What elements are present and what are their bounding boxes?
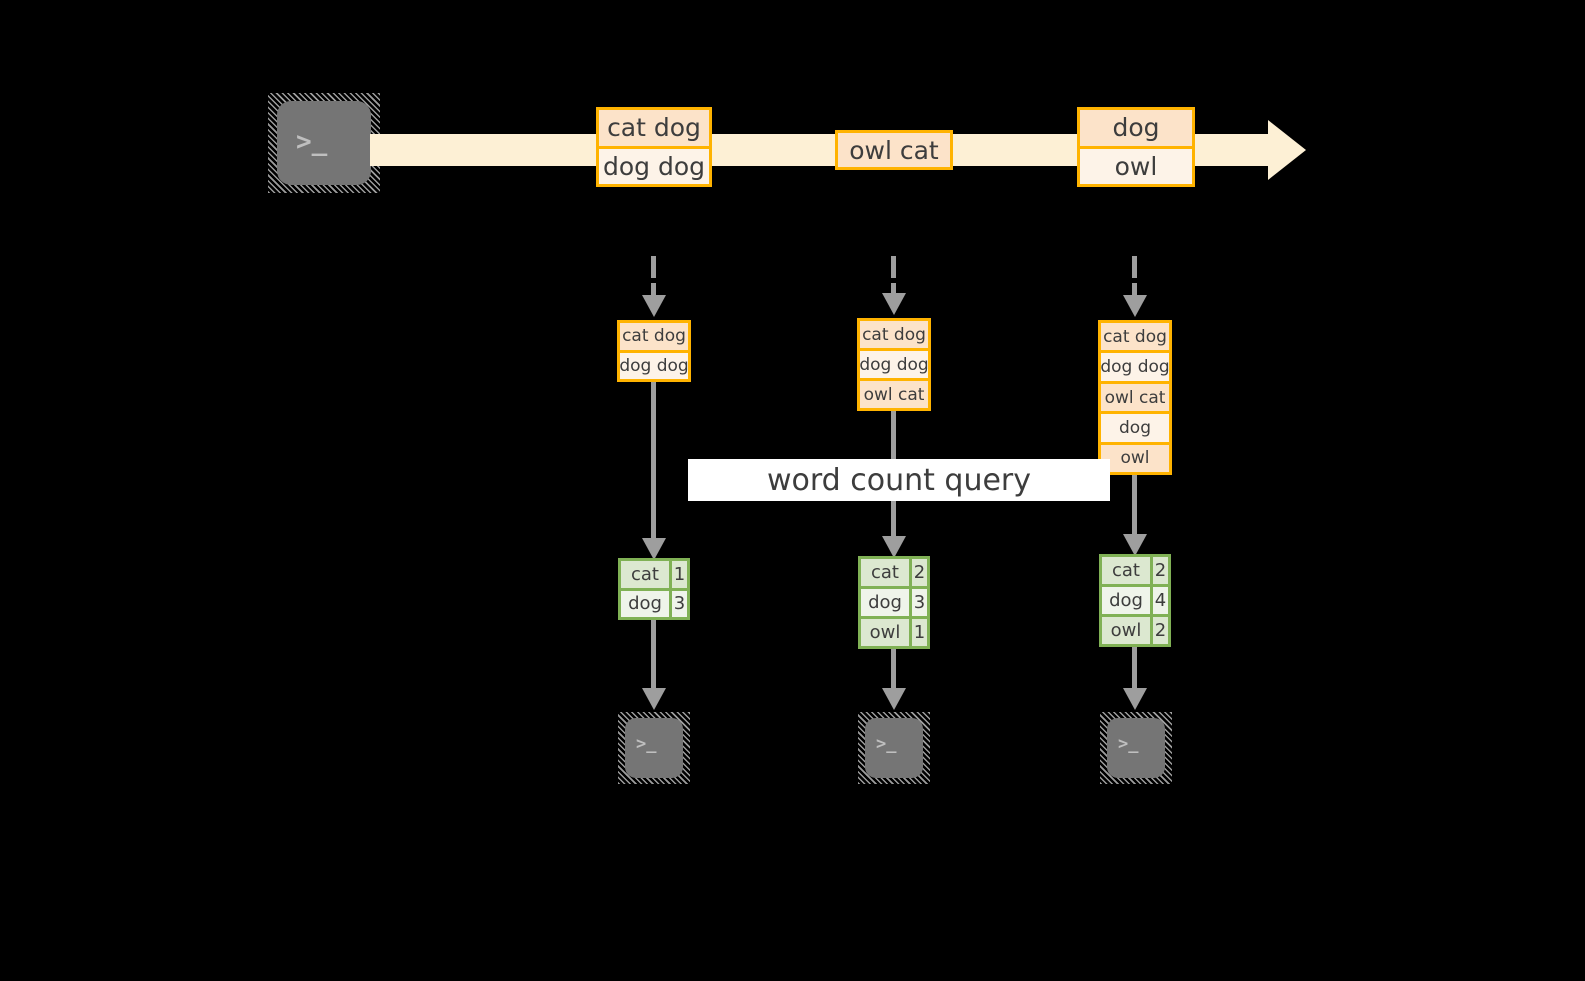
snapshot-2-records: cat dog dog dog owl cat — [857, 318, 931, 411]
dashed-arrow-head — [882, 293, 906, 315]
snapshot-row: dog — [1101, 411, 1169, 442]
dashed-arrow-head — [642, 295, 666, 317]
dashed-arrow-segment — [1132, 283, 1137, 297]
query-arrow-head — [642, 538, 666, 560]
stream-record-1: cat dog dog dog — [596, 107, 712, 187]
record-line: owl — [1080, 145, 1192, 184]
snapshot-3-records: cat dog dog dog owl cat dog owl — [1098, 320, 1172, 475]
stream-record-2: owl cat — [835, 130, 953, 170]
snapshot-row: owl — [1101, 441, 1169, 473]
snapshot-row: dog dog — [619, 349, 689, 379]
snapshot-3-result-table: cat 2 dog 4 owl 2 — [1099, 554, 1171, 647]
query-arrow-head — [1123, 534, 1147, 556]
snapshot-1-result-table: cat 1 dog 3 — [618, 558, 690, 620]
table-cell-count: 3 — [669, 590, 687, 617]
snapshot-row: dog dog — [1100, 350, 1170, 381]
table-cell-word: dog — [621, 590, 669, 617]
table-cell-count: 3 — [909, 589, 927, 616]
snapshot-1-records: cat dog dog dog — [617, 320, 691, 382]
table-cell-count: 2 — [1150, 557, 1168, 584]
snapshot-row: cat dog — [1101, 323, 1169, 351]
table-row: cat 2 — [861, 559, 927, 586]
terminal-prompt-glyph: >_ — [296, 127, 328, 157]
sink-arrow-head — [882, 688, 906, 710]
table-cell-count: 4 — [1150, 587, 1168, 614]
table-cell-word: owl — [861, 619, 909, 646]
table-row: dog 3 — [861, 586, 927, 616]
terminal-icon-source: >_ — [268, 93, 380, 193]
table-cell-word: cat — [621, 561, 669, 588]
snapshot-row: cat dog — [620, 323, 688, 350]
table-row: cat 1 — [621, 561, 687, 588]
snapshot-row: cat dog — [860, 321, 928, 348]
query-arrow-head — [882, 536, 906, 558]
sink-arrow-head — [1123, 688, 1147, 710]
table-row: cat 2 — [1102, 557, 1168, 584]
terminal-icon-sink-1: >_ — [618, 712, 690, 784]
terminal-prompt-glyph: >_ — [1118, 734, 1139, 754]
sink-arrow-line — [1132, 647, 1137, 692]
query-label: word count query — [688, 459, 1110, 501]
sink-arrow-line — [651, 620, 656, 692]
table-cell-count: 2 — [909, 559, 927, 586]
table-cell-word: owl — [1102, 617, 1150, 644]
terminal-icon-sink-2: >_ — [858, 712, 930, 784]
table-cell-count: 1 — [909, 619, 927, 646]
record-line: owl cat — [838, 133, 950, 167]
terminal-face — [277, 101, 371, 185]
snapshot-row: owl cat — [860, 378, 928, 408]
table-cell-count: 1 — [669, 561, 687, 588]
table-row: dog 3 — [621, 587, 687, 617]
table-row: owl 2 — [1102, 614, 1168, 644]
stream-record-3: dog owl — [1077, 107, 1195, 187]
stream-arrow-head — [1268, 120, 1306, 180]
snapshot-row: owl cat — [1101, 380, 1169, 412]
terminal-face — [1107, 718, 1165, 778]
table-row: dog 4 — [1102, 584, 1168, 614]
table-cell-word: cat — [861, 559, 909, 586]
dashed-arrow-segment — [891, 283, 896, 295]
dashed-arrow-segment — [891, 256, 896, 278]
table-cell-count: 2 — [1150, 617, 1168, 644]
query-arrow-line — [651, 382, 656, 542]
record-line: cat dog — [599, 110, 709, 146]
query-arrow-line — [1132, 475, 1137, 538]
table-cell-word: dog — [861, 589, 909, 616]
snapshot-2-result-table: cat 2 dog 3 owl 1 — [858, 556, 930, 649]
terminal-face — [625, 718, 683, 778]
table-row: owl 1 — [861, 616, 927, 646]
terminal-face — [865, 718, 923, 778]
terminal-icon-sink-3: >_ — [1100, 712, 1172, 784]
dashed-arrow-segment — [651, 256, 656, 278]
table-cell-word: dog — [1102, 587, 1150, 614]
sink-arrow-line — [891, 649, 896, 692]
table-cell-word: cat — [1102, 557, 1150, 584]
dashed-arrow-segment — [1132, 256, 1137, 278]
record-line: dog — [1080, 110, 1192, 146]
terminal-prompt-glyph: >_ — [876, 734, 897, 754]
dashed-arrow-segment — [651, 283, 656, 297]
snapshot-row: dog dog — [859, 348, 929, 378]
record-line: dog dog — [599, 145, 709, 184]
sink-arrow-head — [642, 688, 666, 710]
dashed-arrow-head — [1123, 295, 1147, 317]
terminal-prompt-glyph: >_ — [636, 734, 657, 754]
